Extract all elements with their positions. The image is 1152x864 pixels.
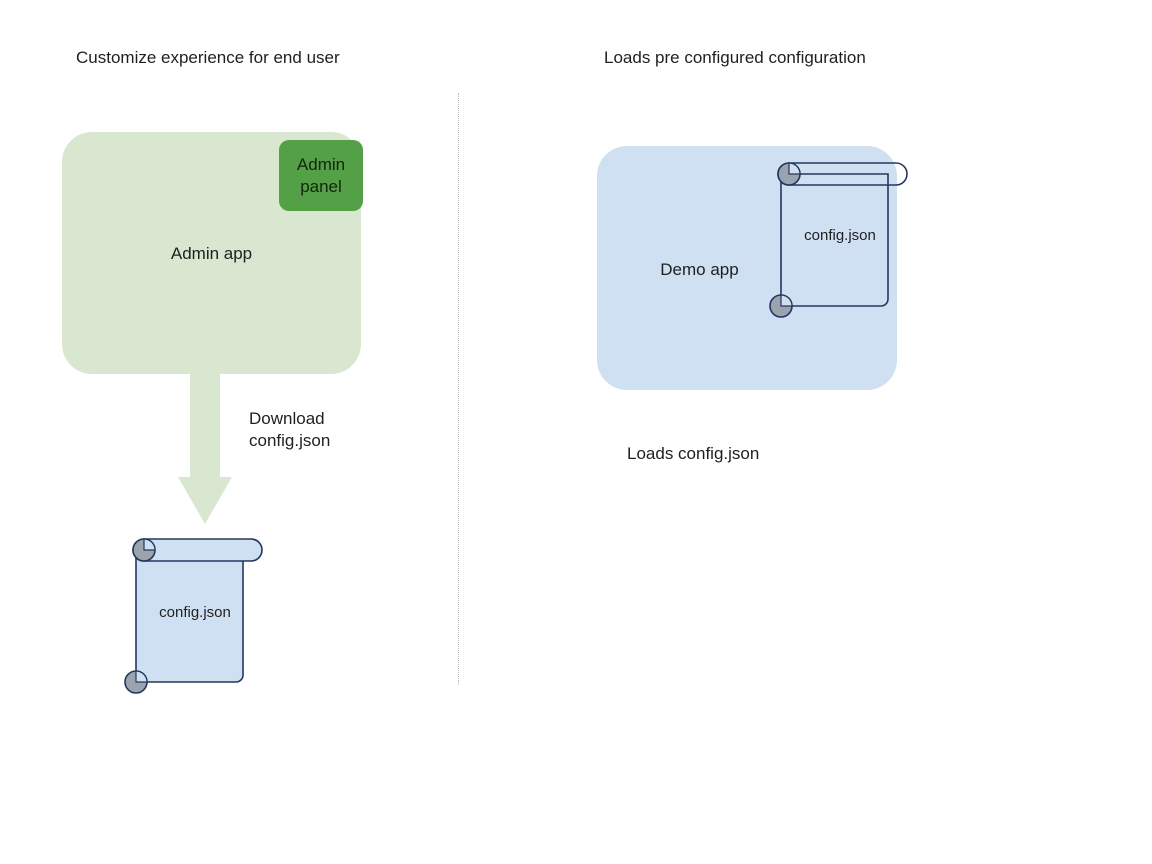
arrow-down-icon <box>178 372 232 526</box>
right-column-title: Loads pre configured configuration <box>604 48 866 67</box>
download-arrow-label-line1: Download <box>249 409 325 428</box>
config-file-scroll-left[interactable]: config.json <box>120 528 270 694</box>
demo-app-label: Demo app <box>660 260 739 279</box>
left-column-title: Customize experience for end user <box>76 48 340 67</box>
loads-config-caption: Loads config.json <box>627 444 760 463</box>
download-arrow-label: Download config.json <box>249 408 330 452</box>
config-file-scroll-left-label: config.json <box>159 604 231 621</box>
download-arrow-label-line2: config.json <box>249 431 331 450</box>
config-file-scroll-right-label: config.json <box>804 227 876 244</box>
demo-app-box[interactable]: Demo app <box>597 146 897 390</box>
admin-panel-label: Admin panel <box>296 154 346 196</box>
config-file-scroll-right[interactable]: config.json <box>765 152 915 318</box>
column-divider <box>458 93 459 685</box>
admin-panel-box[interactable]: Admin panel <box>279 140 363 211</box>
admin-app-box[interactable]: Admin app Admin panel <box>62 132 363 374</box>
admin-app-label: Admin app <box>170 244 253 263</box>
